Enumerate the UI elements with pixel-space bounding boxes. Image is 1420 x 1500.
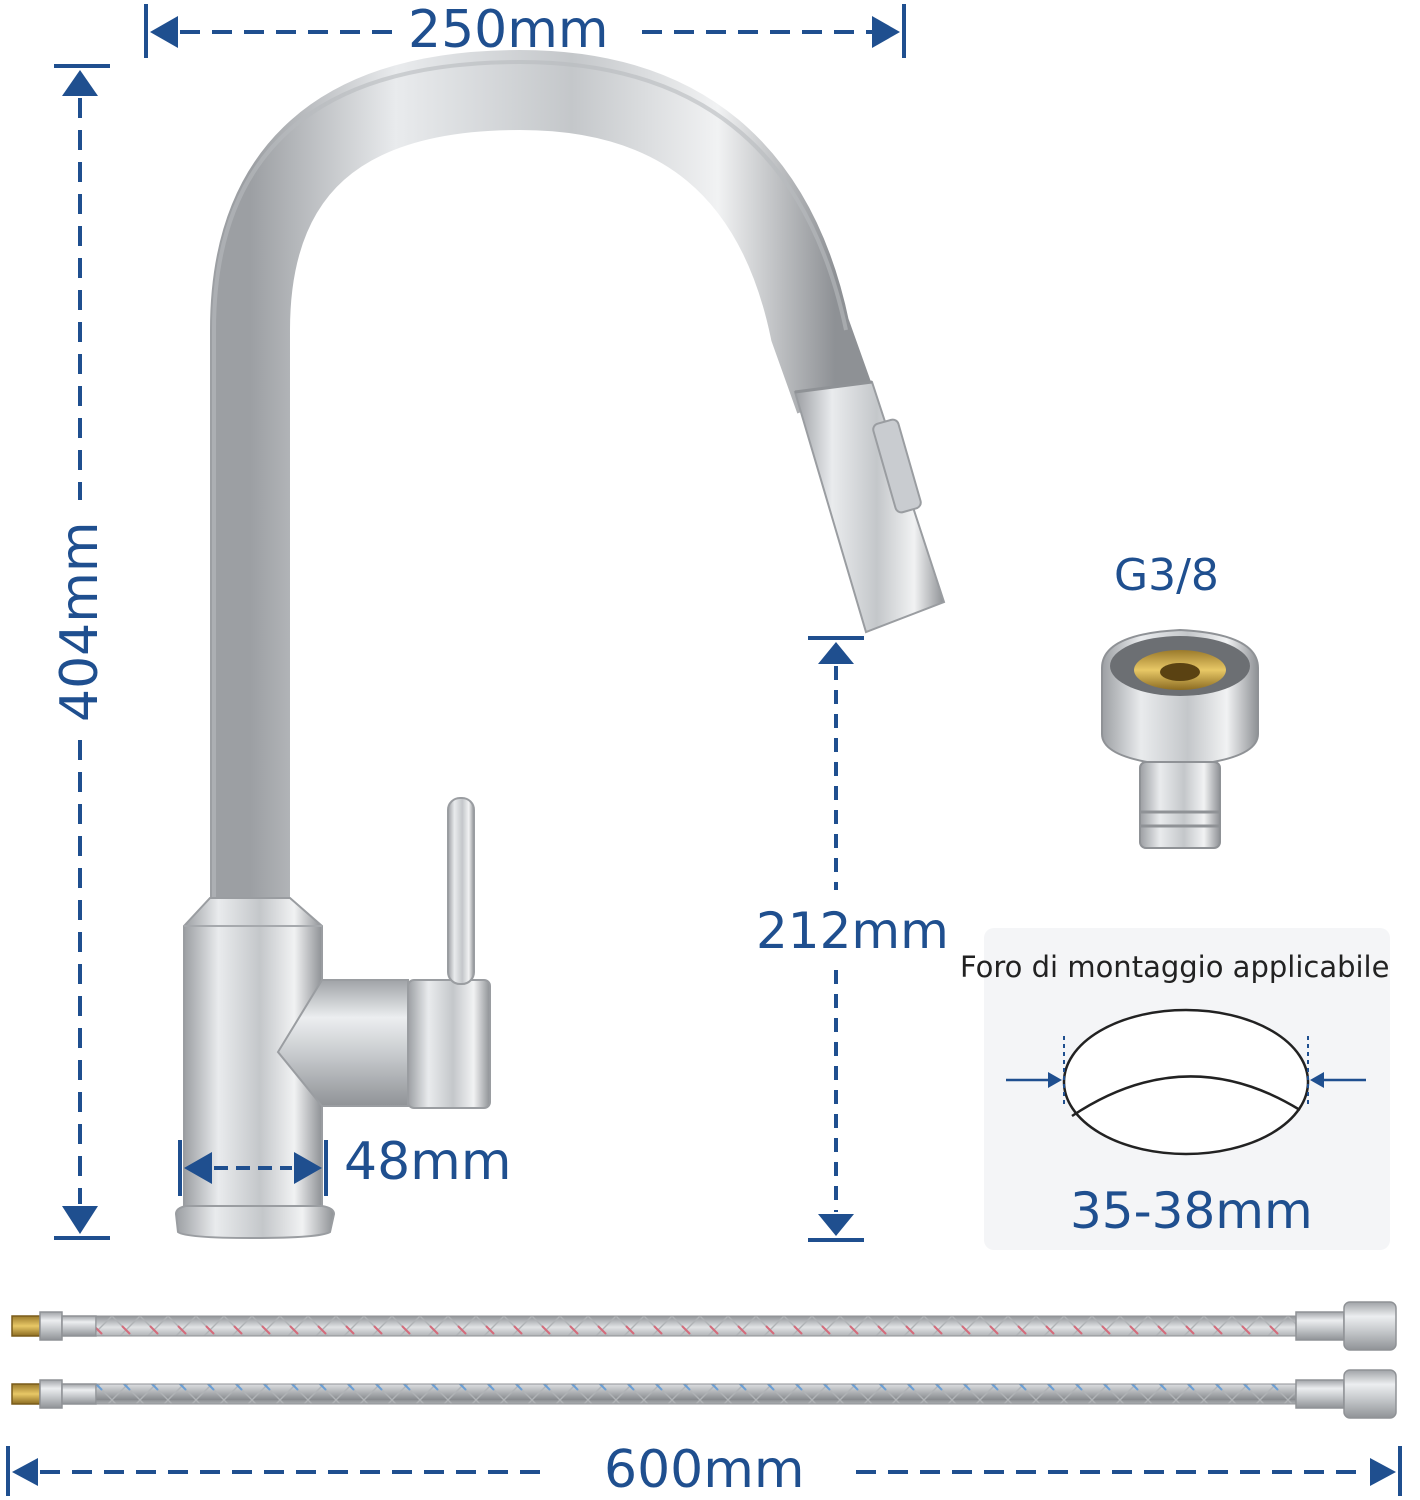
mounting-hole-diameter-label: 35-38mm (1070, 1182, 1313, 1240)
thread-size-label: G3/8 (1114, 550, 1219, 601)
handle-cartridge (276, 979, 491, 1109)
hose-length-label: 600mm (604, 1440, 805, 1500)
base-diameter-label: 48mm (344, 1132, 512, 1192)
spray-head (793, 380, 946, 634)
faucet-lever (447, 797, 475, 985)
supply-hoses (11, 1301, 1397, 1419)
spout-reach-label: 250mm (408, 0, 609, 60)
total-height-label: 404mm (50, 521, 110, 722)
dimension-lines (6, 4, 1402, 1496)
spout-height-label: 212mm (756, 902, 949, 960)
faucet-illustration (174, 49, 946, 1240)
hose-hot (11, 1301, 1397, 1351)
mounting-hole-title: Foro di montaggio applicabile (960, 950, 1390, 984)
gooseneck-spout (210, 49, 873, 910)
g38-connector (1101, 628, 1259, 849)
hose-cold (11, 1369, 1397, 1419)
faucet-body (174, 897, 336, 1240)
